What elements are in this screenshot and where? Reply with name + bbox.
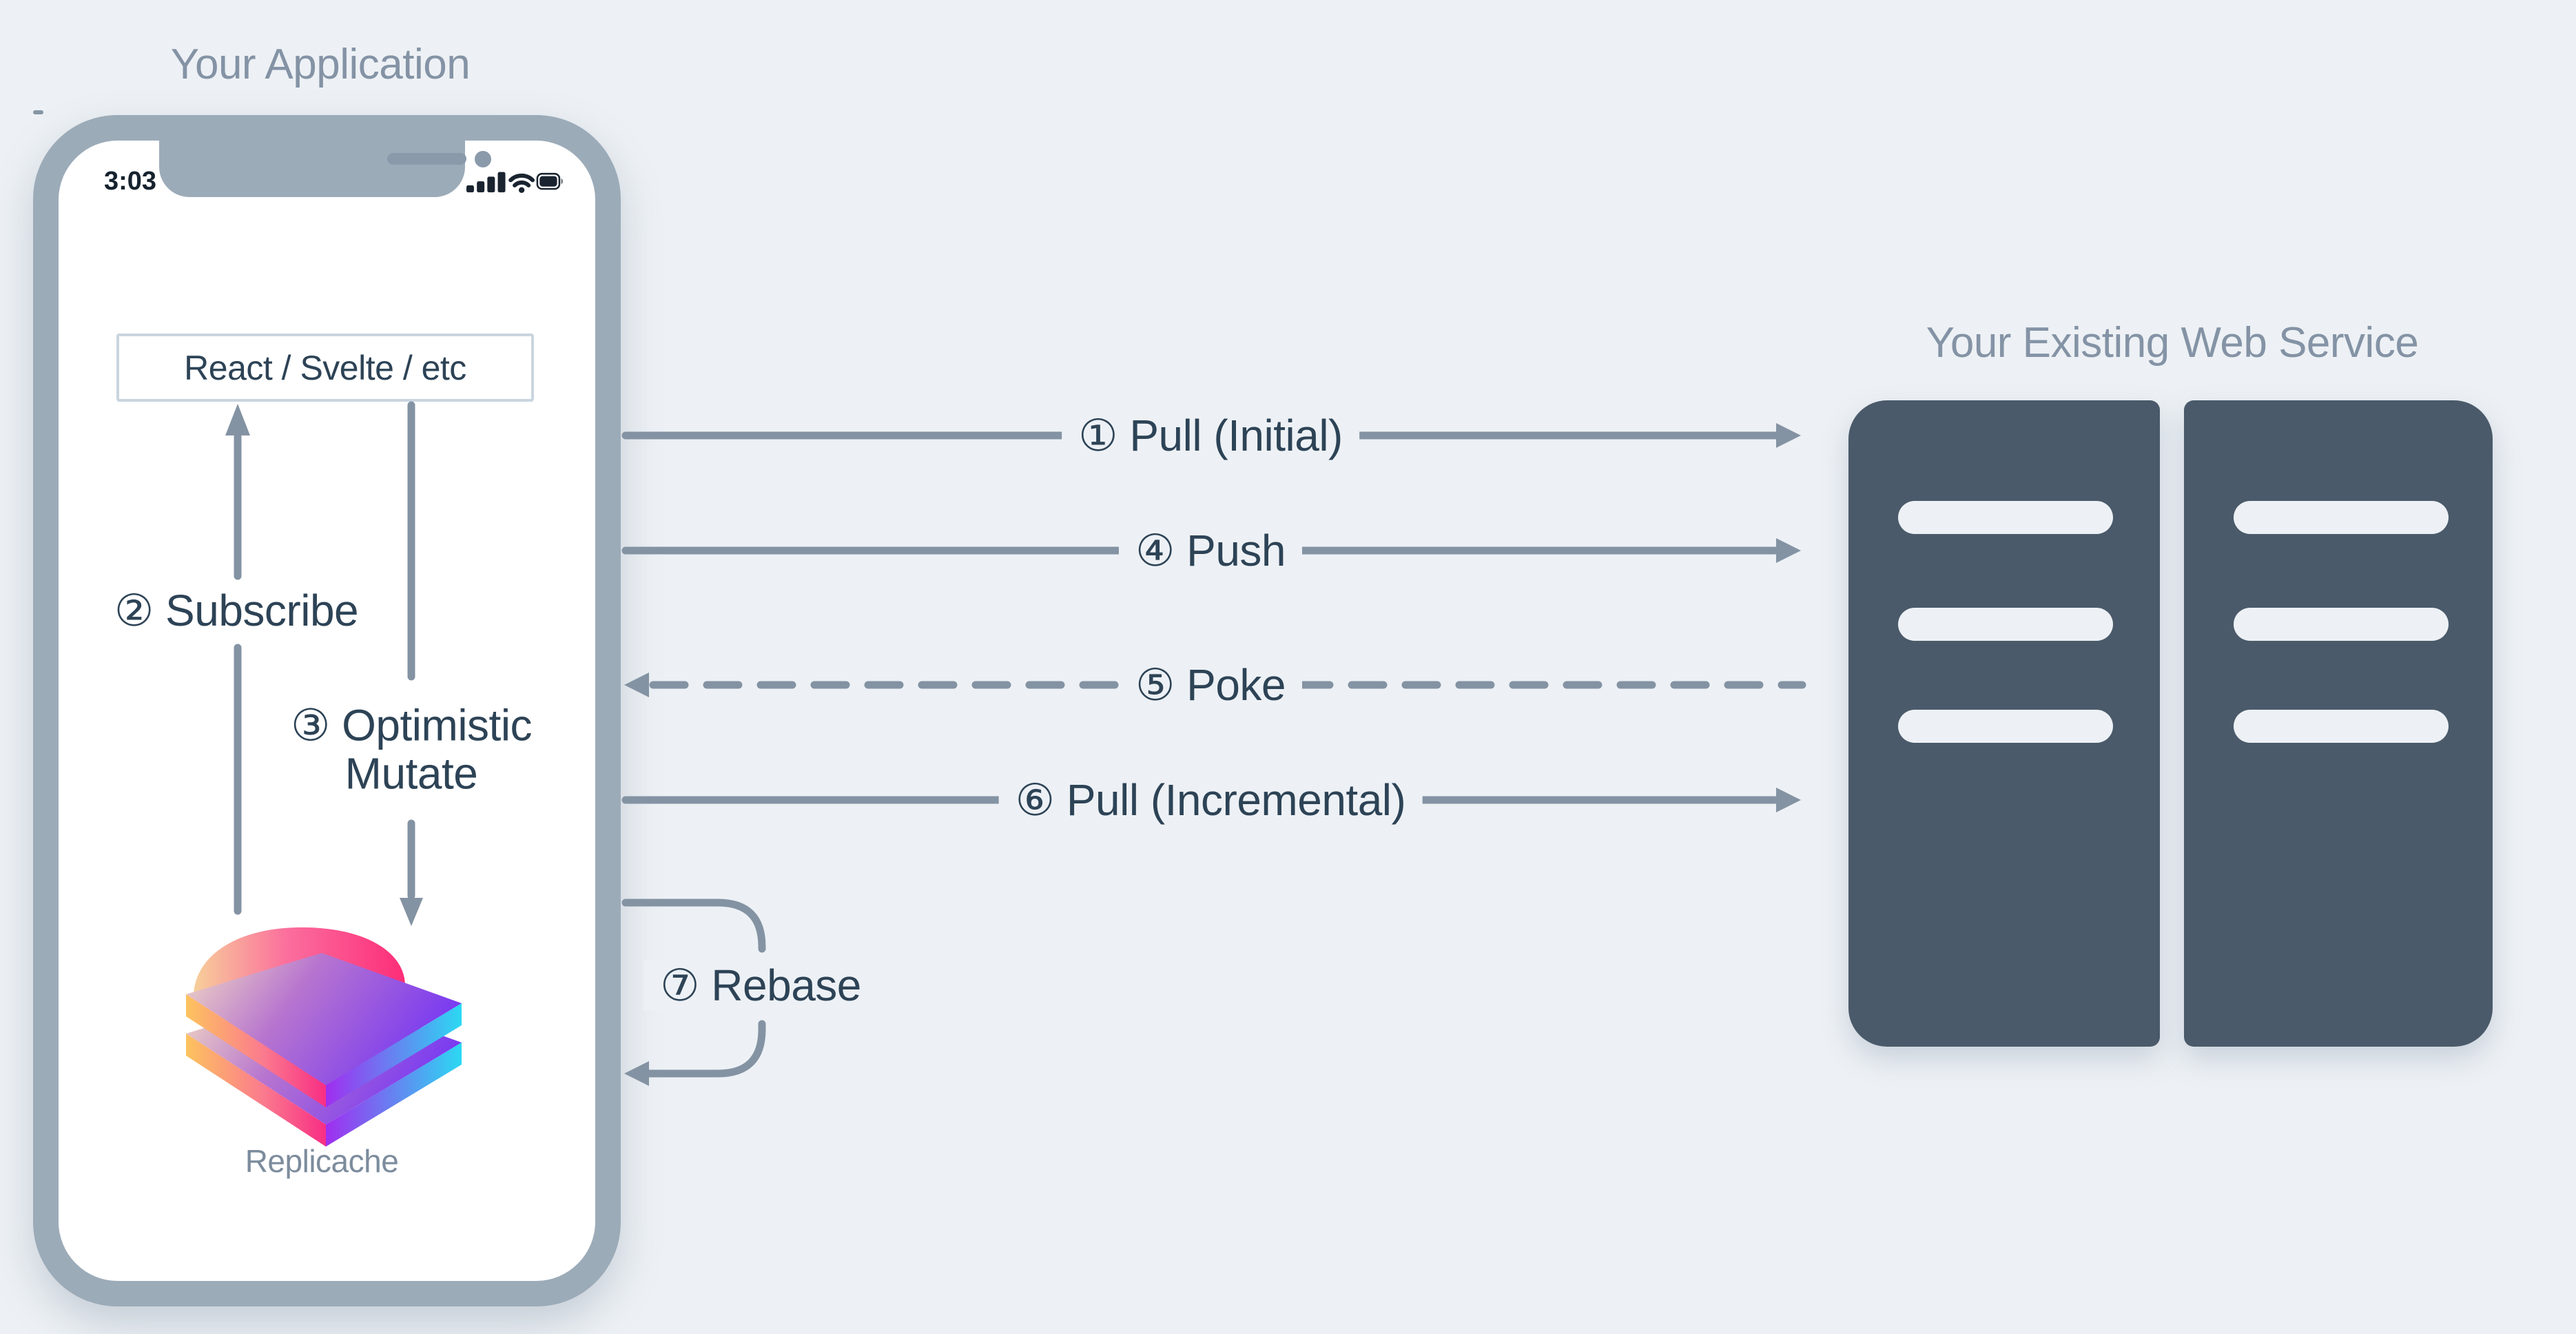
server-slot — [2234, 608, 2449, 641]
server-slot — [1898, 608, 2113, 641]
web-service-title: Your Existing Web Service — [1926, 319, 2419, 367]
server-tower-right — [2184, 400, 2493, 1047]
status-icons-graphic — [466, 172, 564, 194]
stray-dash — [33, 110, 43, 114]
replicache-logo — [186, 927, 462, 1147]
push-arrowhead — [1776, 538, 1801, 563]
status-bar-time: 3:03 — [104, 167, 157, 196]
rebase-arrowhead — [624, 1061, 649, 1086]
pull-incremental-arrowhead — [1776, 788, 1801, 812]
application-title: Your Application — [170, 41, 471, 88]
speaker-grill — [387, 153, 466, 165]
battery-icon — [536, 172, 564, 190]
rebase-loop-line — [642, 1020, 766, 1078]
framework-box-label: React / Svelte / etc — [184, 348, 466, 387]
server-slot — [1898, 710, 2113, 743]
signal-bars-icon — [466, 172, 506, 193]
front-camera — [475, 151, 491, 167]
phone-notch — [159, 141, 491, 197]
rebase-loop-line — [621, 899, 766, 953]
logo-layer-top — [186, 953, 462, 1107]
server-slot — [1898, 501, 2113, 534]
replicache-label: Replicache — [245, 1143, 399, 1179]
pull-incremental-label: ⑥ Pull (Incremental) — [998, 774, 1423, 826]
poke-label: ⑤ Poke — [1118, 659, 1303, 711]
mutate-label: ③ Optimistic Mutate — [279, 699, 544, 800]
mutate-label-line2: Mutate — [344, 749, 478, 799]
subscribe-label: ② Subscribe — [103, 584, 370, 637]
server-tower-left — [1848, 400, 2160, 1047]
rebase-label: ⑦ Rebase — [643, 959, 878, 1012]
poke-arrowhead — [624, 673, 649, 697]
push-label: ④ Push — [1118, 524, 1303, 577]
wifi-icon — [508, 174, 535, 194]
framework-box: React / Svelte / etc — [116, 334, 534, 402]
server-slot — [2234, 501, 2449, 534]
status-bar-icons — [466, 168, 564, 196]
pull-initial-arrowhead — [1776, 423, 1801, 448]
server-slot — [2234, 710, 2449, 743]
pull-initial-label: ① Pull (Initial) — [1062, 409, 1359, 462]
mutate-label-line1: ③ Optimistic — [290, 700, 533, 750]
